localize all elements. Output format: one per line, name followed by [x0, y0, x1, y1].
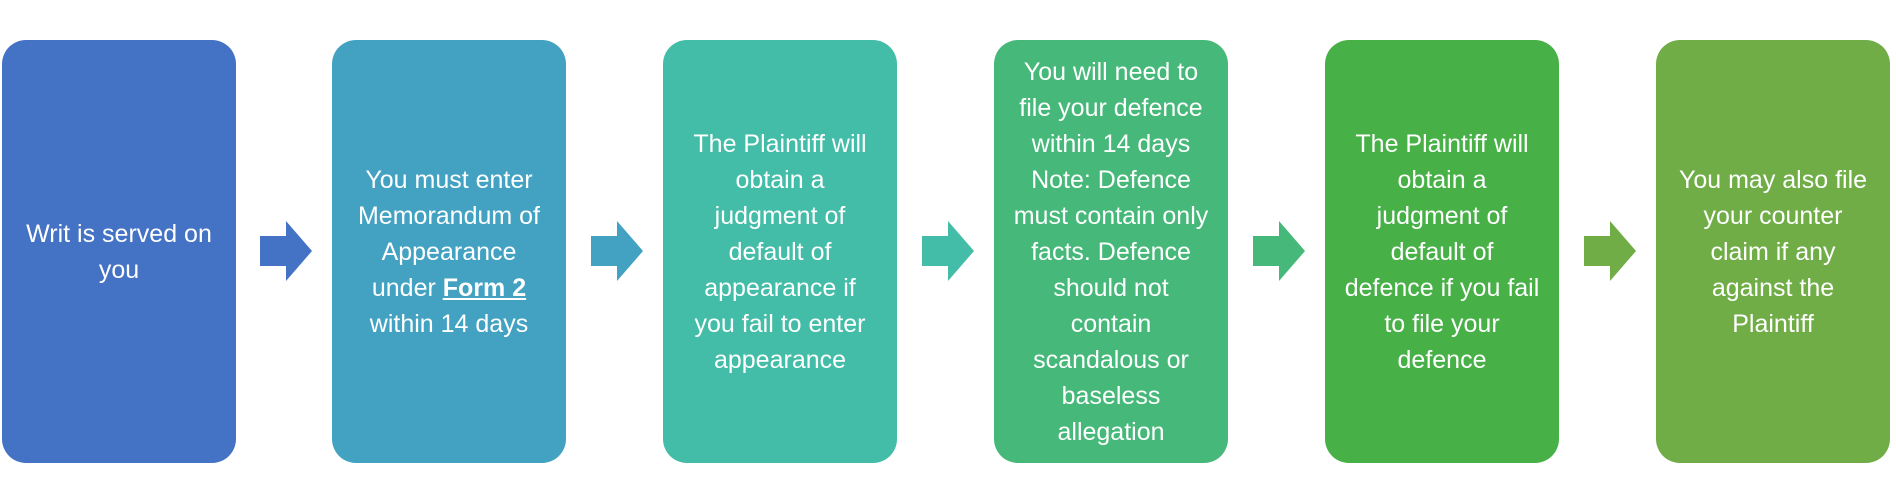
- step-file-defence: You will need to file your defence withi…: [994, 40, 1228, 463]
- step-text-after: within 14 days: [369, 309, 529, 338]
- arrow-shape: [1253, 221, 1305, 281]
- step-text-before: You must enter Memorandum of Appearance …: [357, 165, 541, 302]
- step-writ-served: Writ is served on you: [2, 40, 236, 463]
- step-counter-claim: You may also file your counter claim if …: [1656, 40, 1890, 463]
- step-text: You will need to file your defence withi…: [1013, 57, 1209, 446]
- step-text: Writ is served on you: [26, 219, 212, 284]
- arrow-shape: [922, 221, 974, 281]
- arrow-shape: [591, 221, 643, 281]
- right-arrow-icon: [260, 221, 312, 281]
- right-arrow-icon: [922, 221, 974, 281]
- step-text: You may also file your counter claim if …: [1678, 165, 1868, 338]
- step-memorandum-of-appearance: You must enter Memorandum of Appearance …: [332, 40, 566, 463]
- step-default-of-appearance: The Plaintiff will obtain a judgment of …: [663, 40, 897, 463]
- step-default-of-defence: The Plaintiff will obtain a judgment of …: [1325, 40, 1559, 463]
- arrow-shape: [260, 221, 312, 281]
- right-arrow-icon: [1253, 221, 1305, 281]
- arrow-shape: [1584, 221, 1636, 281]
- right-arrow-icon: [591, 221, 643, 281]
- form-2-link[interactable]: Form 2: [442, 273, 527, 302]
- step-text: You must enter Memorandum of Appearance …: [350, 162, 548, 342]
- step-text: The Plaintiff will obtain a judgment of …: [1344, 129, 1540, 374]
- right-arrow-icon: [1584, 221, 1636, 281]
- step-text: The Plaintiff will obtain a judgment of …: [693, 129, 867, 374]
